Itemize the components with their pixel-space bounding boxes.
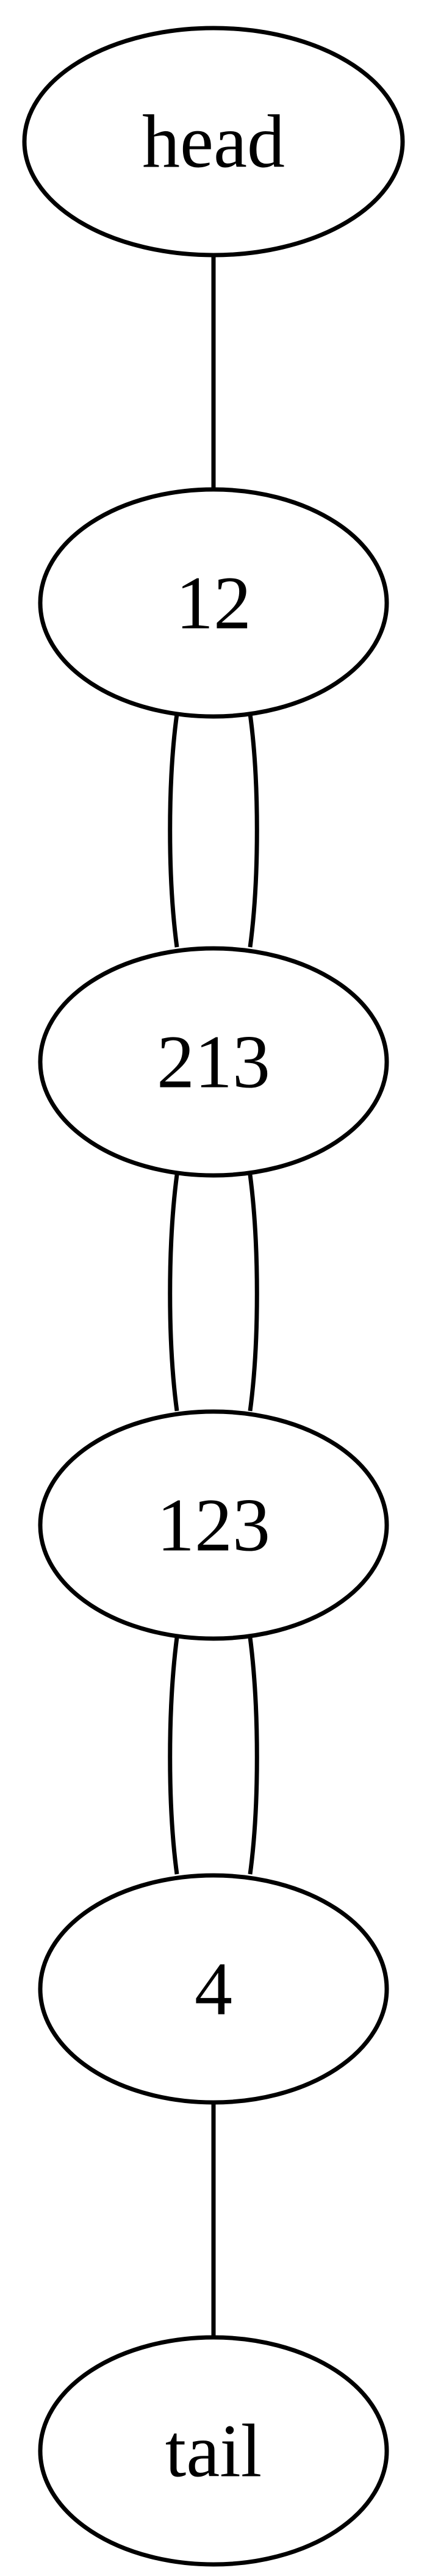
node-12-ellipse (38, 487, 389, 719)
node-head-label: head (142, 100, 285, 184)
edge-213-12 (248, 713, 259, 948)
node-tail: tail (38, 2335, 389, 2567)
edge-213-123 (168, 1174, 179, 1412)
edge-4-123 (248, 1637, 259, 1875)
node-213: 213 (38, 946, 389, 1178)
node-4-ellipse (38, 1873, 389, 2105)
node-123: 123 (38, 1409, 389, 1641)
node-123-label: 123 (157, 1484, 270, 1567)
node-tail-ellipse (38, 2335, 389, 2567)
node-213-label: 213 (157, 1020, 270, 1104)
node-4-label: 4 (195, 1947, 232, 2031)
edge-123-213 (248, 1174, 259, 1412)
node-head-ellipse (22, 26, 405, 258)
node-tail-label: tail (165, 2409, 262, 2493)
node-213-ellipse (38, 946, 389, 1178)
edge-123-4 (168, 1637, 179, 1875)
edges (168, 255, 259, 2337)
node-head: head (22, 26, 405, 258)
node-12-label: 12 (176, 561, 251, 645)
node-12: 12 (38, 487, 389, 719)
edge-12-213 (168, 713, 179, 948)
node-123-ellipse (38, 1409, 389, 1641)
node-4: 4 (38, 1873, 389, 2105)
